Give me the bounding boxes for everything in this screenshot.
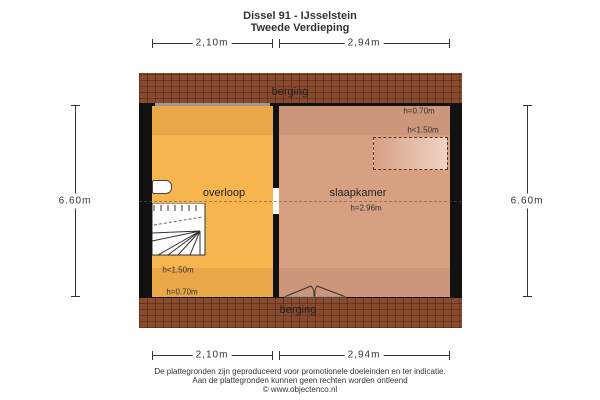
storage-bottom-label: berging — [279, 304, 317, 316]
bedroom-label: slaapkamer — [329, 187, 387, 199]
dim-right-height: 6.60m — [510, 193, 544, 209]
landing-min-height: h=0.70m — [166, 287, 198, 297]
double-door-icon[interactable] — [283, 285, 347, 298]
landing-low-height: h<1.50m — [162, 265, 194, 275]
low-ceiling-zone — [152, 106, 273, 135]
dim-top-left: 2,10m — [192, 37, 232, 49]
low-ceiling-zone — [279, 268, 450, 297]
roof-bottom — [139, 297, 462, 328]
landing-label: overloop — [202, 187, 246, 199]
dim-left-height: 6.60m — [58, 193, 92, 209]
bedroom-low-height: h<1.50m — [407, 125, 439, 135]
dim-top-right: 2,94m — [344, 37, 384, 49]
title-address: Dissel 91 - IJsselstein — [243, 10, 357, 22]
low-ceiling-zone — [279, 106, 450, 135]
bedroom-min-height: h=0.70m — [403, 106, 435, 116]
copyright-link[interactable]: © www.objectenco.nl — [262, 385, 338, 394]
window-top — [155, 103, 270, 106]
dim-bottom-right: 2,94m — [344, 349, 384, 361]
roof-top — [139, 73, 462, 105]
bedroom-max-height: h=2.96m — [350, 203, 382, 213]
toilet-icon — [152, 180, 172, 194]
title-floor: Tweede Verdieping — [250, 22, 350, 34]
low-ceiling-zone — [152, 268, 273, 297]
disclaimer-line2: Aan de plattegronden kunnen geen rechten… — [192, 376, 408, 385]
storage-top-label: berging — [271, 86, 309, 98]
skylight — [373, 137, 448, 170]
ridge-line — [139, 201, 462, 202]
disclaimer-line1: De plattegronden zijn geproduceerd voor … — [154, 367, 446, 376]
staircase-icon — [152, 203, 206, 256]
dim-bottom-left: 2,10m — [192, 349, 232, 361]
